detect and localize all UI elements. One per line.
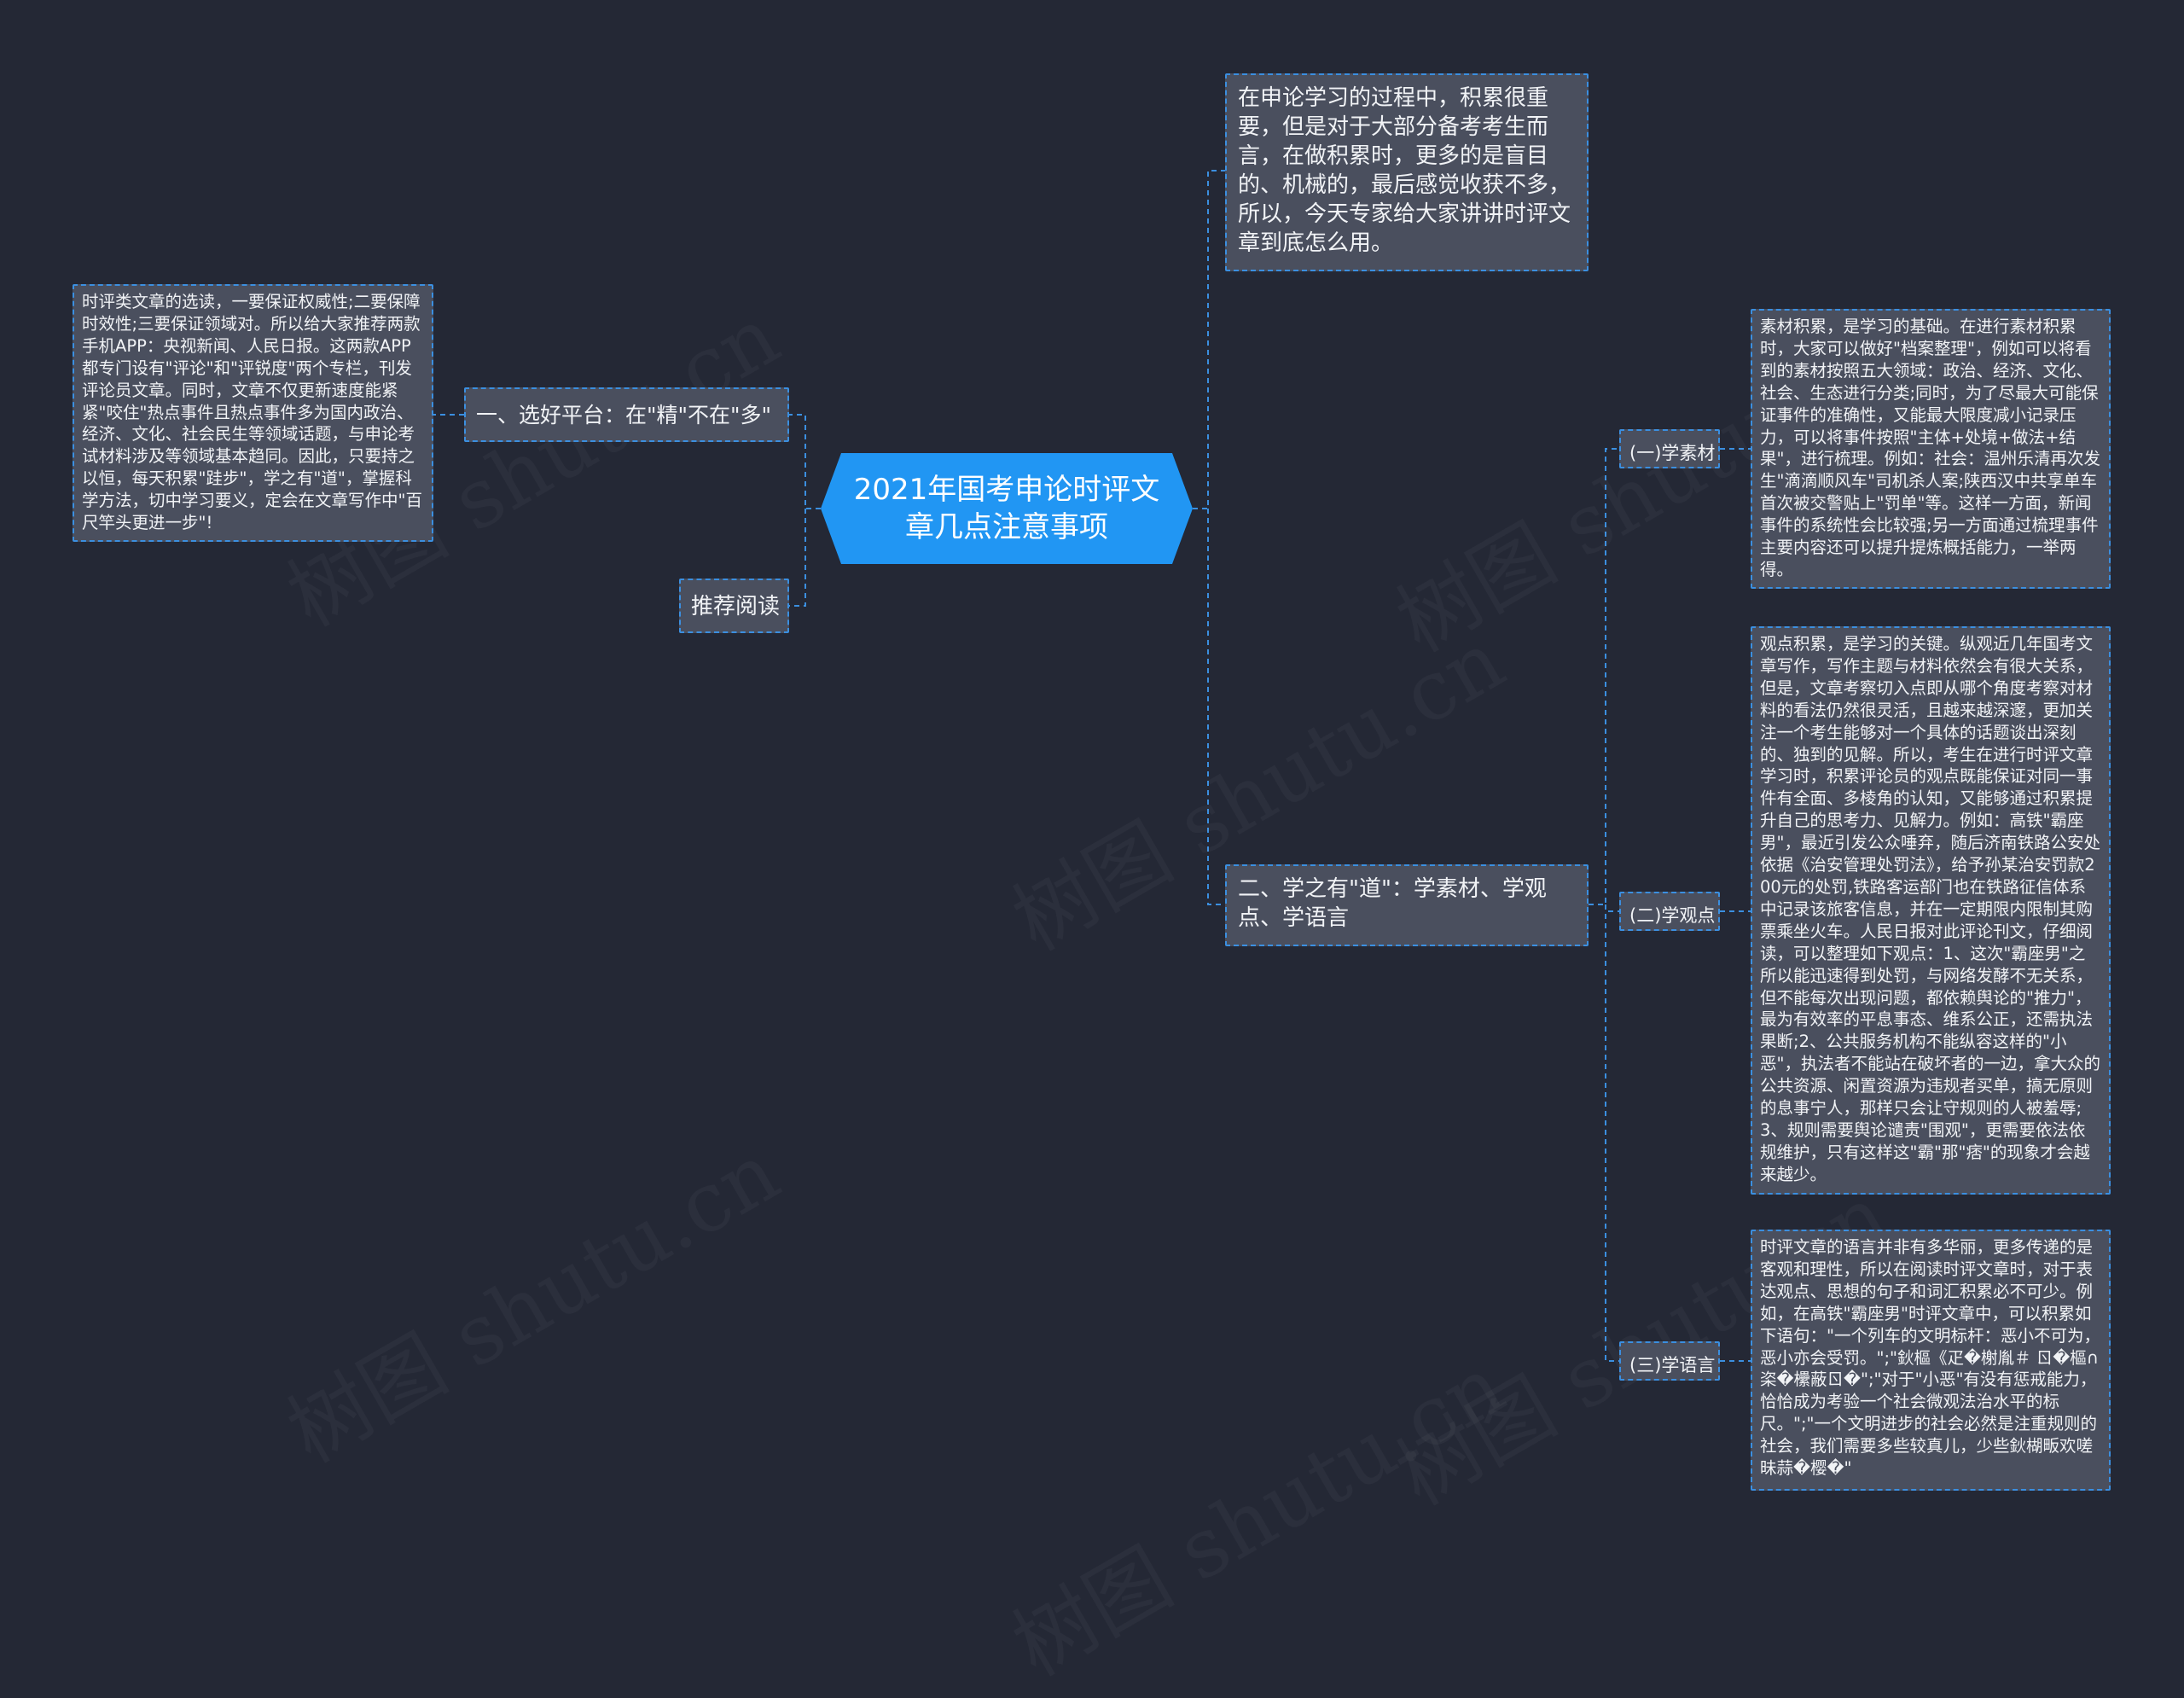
connector-lines xyxy=(433,170,1751,1362)
material-detail: 素材积累，是学习的基础。在进行素材积累时，大家可以做好"档案整理"，例如可以将看… xyxy=(1751,309,2111,589)
platform-detail-text: 时评类文章的选读，一要保证权威性;二要保障时效性;三要保证领域对。所以给大家推荐… xyxy=(82,292,422,533)
sub-node-viewpoint-label: (二)学观点 xyxy=(1629,905,1716,926)
language-detail: 时评文章的语言并非有多华丽，更多传递的是客观和理性，所以在阅读时评文章时，对于表… xyxy=(1751,1230,2111,1491)
platform-detail: 时评类文章的选读，一要保证权威性;二要保障时效性;三要保证领域对。所以给大家推荐… xyxy=(73,284,433,542)
sub-node-language[interactable]: (三)学语言 xyxy=(1619,1341,1720,1381)
sub-node-viewpoint[interactable]: (二)学观点 xyxy=(1619,892,1720,931)
viewpoint-detail-text: 观点积累，是学习的关键。纵观近几年国考文章写作，写作主题与材料依然会有很大关系，… xyxy=(1760,634,2100,1184)
language-detail-text: 时评文章的语言并非有多华丽，更多传递的是客观和理性，所以在阅读时评文章时，对于表… xyxy=(1760,1237,2100,1479)
section2-label: 二、学之有"道"：学素材、学观点、学语言 xyxy=(1238,876,1547,931)
recommend-label: 推荐阅读 xyxy=(691,594,781,619)
material-detail-text: 素材积累，是学习的基础。在进行素材积累时，大家可以做好"档案整理"，例如可以将看… xyxy=(1760,317,2100,579)
platform-node[interactable]: 一、选好平台：在"精"不在"多" xyxy=(464,387,789,442)
root-topic[interactable]: 2021年国考申论时评文章几点注意事项 xyxy=(821,453,1193,564)
viewpoint-detail: 观点积累，是学习的关键。纵观近几年国考文章写作，写作主题与材料依然会有很大关系，… xyxy=(1751,626,2111,1195)
intro-node[interactable]: 在申论学习的过程中，积累很重要，但是对于大部分备考考生而言，在做积累时，更多的是… xyxy=(1225,73,1589,271)
sub-node-material[interactable]: (一)学素材 xyxy=(1619,429,1720,468)
section2-node[interactable]: 二、学之有"道"：学素材、学观点、学语言 xyxy=(1225,864,1589,946)
sub-node-material-label: (一)学素材 xyxy=(1629,443,1716,463)
intro-text: 在申论学习的过程中，积累很重要，但是对于大部分备考考生而言，在做积累时，更多的是… xyxy=(1238,85,1571,256)
recommend-node[interactable]: 推荐阅读 xyxy=(679,579,789,633)
platform-label: 一、选好平台：在"精"不在"多" xyxy=(476,403,771,427)
sub-node-language-label: (三)学语言 xyxy=(1629,1355,1716,1375)
root-topic-title: 2021年国考申论时评文章几点注意事项 xyxy=(853,473,1160,544)
